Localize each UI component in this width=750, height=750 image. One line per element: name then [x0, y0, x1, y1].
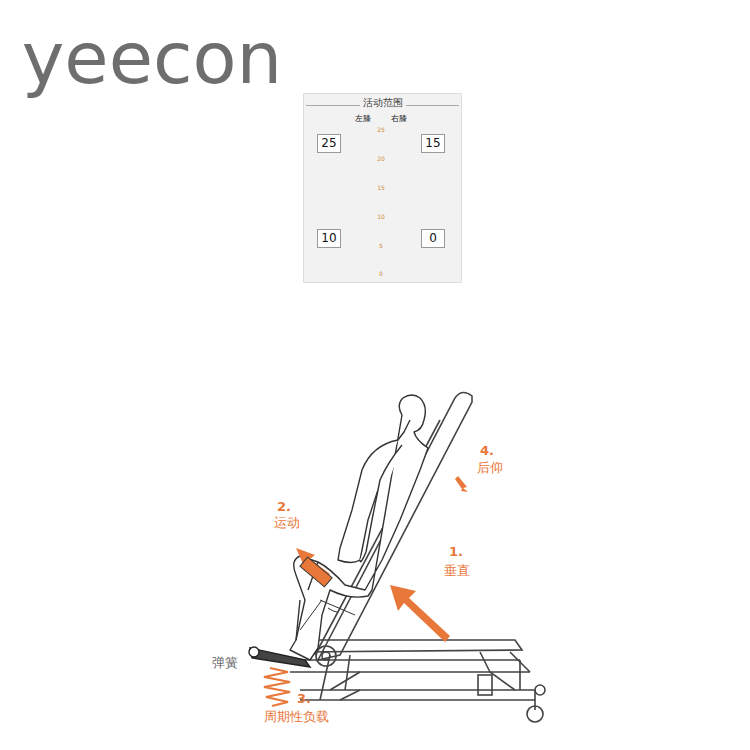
- logo-text: yeecon: [22, 22, 282, 94]
- callout-label: 周期性负载: [264, 710, 329, 723]
- spring: [264, 668, 290, 706]
- scale-number: 0: [379, 271, 383, 277]
- part-name: 弹簧: [212, 656, 238, 669]
- value-text: 15: [425, 135, 441, 152]
- callout-label: 垂直: [444, 564, 470, 577]
- value-box: 0: [421, 229, 445, 248]
- scale-number: 10: [377, 214, 385, 220]
- angle-mark: [300, 600, 355, 630]
- scale-number: 15: [377, 185, 385, 191]
- value-text: 10: [321, 230, 337, 247]
- value-text: 0: [425, 230, 441, 247]
- value-box: 15: [421, 134, 445, 153]
- motion-arrows: [296, 476, 468, 642]
- tilt-table: [290, 392, 545, 722]
- scale-number: 25: [377, 127, 385, 133]
- callout-label: 后仰: [477, 461, 503, 474]
- patient-figure: [290, 395, 428, 660]
- scale-number: 20: [377, 156, 385, 162]
- callout-label: 运动: [274, 516, 300, 529]
- value-box: 25: [317, 134, 341, 153]
- value-box: 10: [317, 229, 341, 248]
- callout-number: 2.: [277, 500, 291, 513]
- bar-label: 左膝: [355, 115, 371, 123]
- bar-label: 右膝: [391, 115, 407, 123]
- leg-cuff: [300, 557, 332, 587]
- panel-title: 活动范围: [360, 98, 406, 108]
- callout-number: 4.: [480, 444, 494, 457]
- callout-number: 1.: [449, 545, 463, 558]
- callout-number: 3.: [297, 692, 311, 705]
- scale-number: 5: [379, 243, 383, 249]
- value-text: 25: [321, 135, 337, 152]
